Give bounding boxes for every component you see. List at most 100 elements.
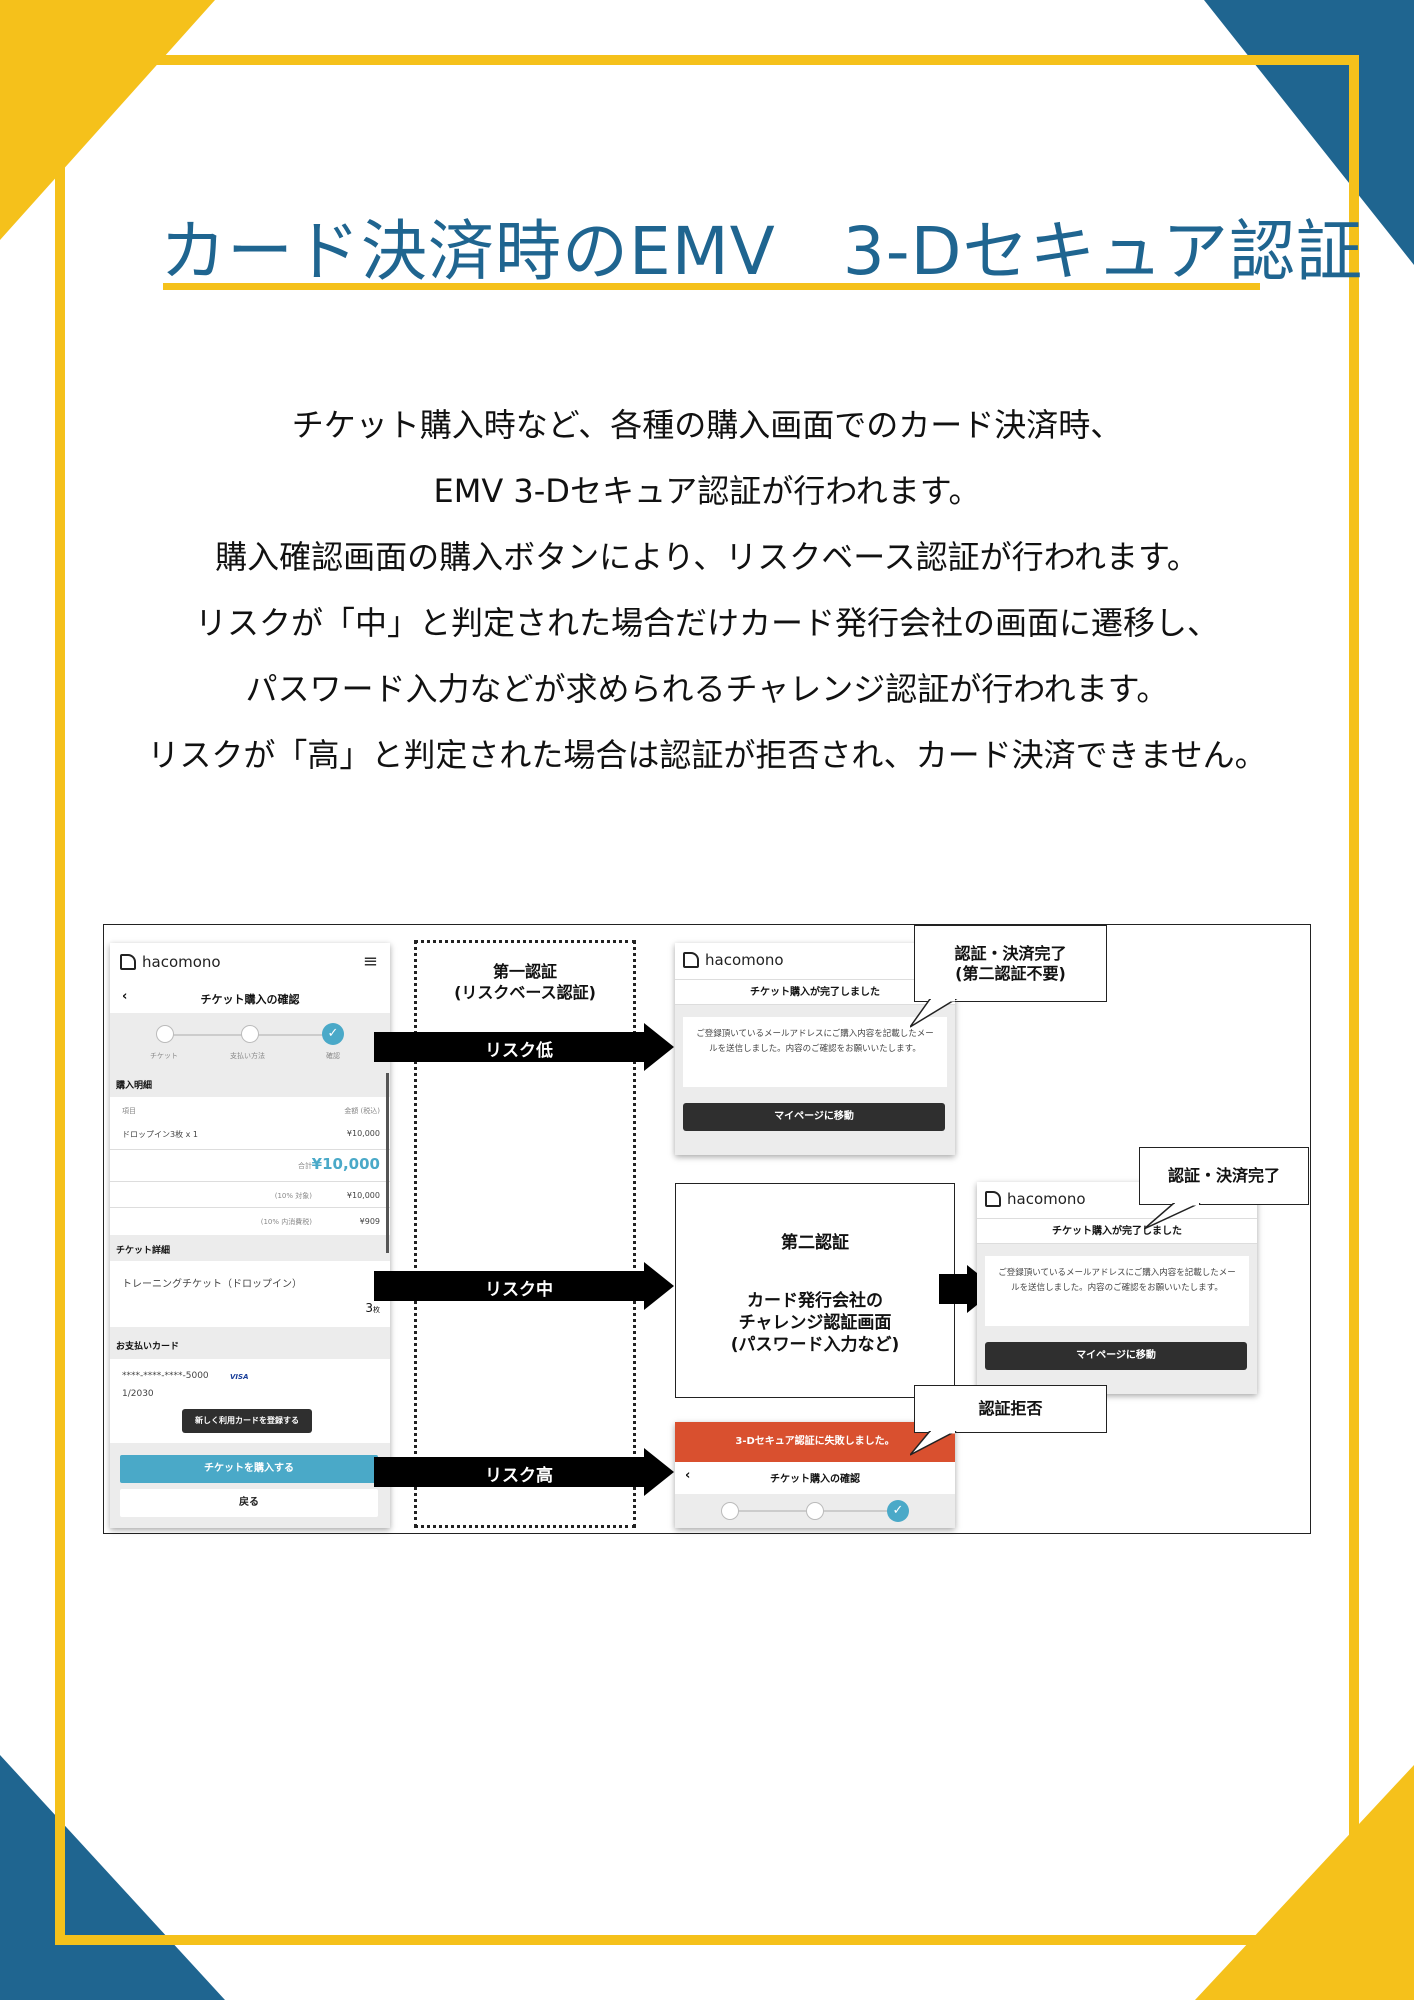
brand-logo: hacomono — [120, 953, 221, 971]
flow-diagram: hacomono ≡ ‹ チケット購入の確認 ✓ チケット 支払い方法 確認 購… — [103, 924, 1311, 1534]
section-purchase-header: 購入明細 — [110, 1071, 390, 1097]
tax-value: ¥909 — [359, 1217, 380, 1226]
purchase-complete-screen-mid: hacomono チケット購入が完了しました ご登録頂いているメールアドレスにご… — [977, 1182, 1257, 1394]
brand-name: hacomono — [142, 953, 221, 971]
step-label: チケット — [150, 1052, 178, 1060]
second-auth-line: チャレンジ認証画面 — [738, 1313, 892, 1333]
col-header-item: 項目 — [122, 1107, 136, 1115]
first-auth-region: 第一認証 (リスクベース認証) — [414, 940, 636, 1528]
visa-icon: VISA — [230, 1373, 249, 1381]
callout-line: 認証・決済完了 — [1167, 1166, 1280, 1185]
step-confirm-check-icon: ✓ — [887, 1500, 909, 1522]
second-auth-box: 第二認証 カード発行会社の チャレンジ認証画面 (パスワード入力など) — [675, 1183, 955, 1398]
card-expiry: 1/2030 — [122, 1389, 154, 1399]
first-auth-title-line: 第一認証 — [492, 962, 557, 981]
completion-message: ご登録頂いているメールアドレスにご購入内容を記載したメールを送信しました。内容の… — [683, 1017, 947, 1087]
callout-complete: 認証・決済完了 — [1139, 1147, 1309, 1205]
step-payment-icon — [806, 1502, 824, 1520]
brand-name: hacomono — [705, 951, 784, 969]
section-title: チケット詳細 — [116, 1246, 171, 1256]
brand-name: hacomono — [1007, 1190, 1086, 1208]
total-value: ¥10,000 — [311, 1155, 380, 1173]
card-number: ****-****-****-5000 — [122, 1371, 209, 1381]
tax-base-label: (10% 対象) — [274, 1192, 312, 1200]
hacomono-logo-icon — [985, 1191, 1001, 1207]
purchase-confirm-screen: hacomono ≡ ‹ チケット購入の確認 ✓ チケット 支払い方法 確認 購… — [110, 943, 390, 1528]
screen-header: チケット購入が完了しました — [675, 979, 955, 1005]
intro-line: 購入確認画面の購入ボタンにより、リスクベース認証が行われます。 — [215, 538, 1199, 576]
mypage-button[interactable]: マイページに移動 — [985, 1342, 1247, 1370]
page-title: カード決済時のEMV 3-Dセキュア認証 — [160, 213, 1364, 290]
arrow-shaft — [939, 1274, 969, 1304]
second-auth-line: (パスワード入力など) — [730, 1335, 900, 1355]
ticket-count-unit: 枚 — [373, 1306, 380, 1314]
tax-base-value: ¥10,000 — [346, 1191, 380, 1200]
back-button[interactable]: 戻る — [120, 1489, 378, 1517]
mypage-button[interactable]: マイページに移動 — [683, 1103, 945, 1131]
intro-line: パスワード入力などが求められるチャレンジ認証が行われます。 — [245, 670, 1169, 708]
arrow-risk-mid: リスク中 — [374, 1262, 674, 1310]
section-ticket-header: チケット詳細 — [110, 1235, 390, 1261]
hacomono-logo-icon — [683, 952, 699, 968]
back-chevron-icon[interactable]: ‹ — [122, 989, 128, 1004]
callout-tail — [910, 1431, 957, 1456]
step-confirm-check-icon: ✓ — [322, 1023, 344, 1045]
item-name: ドロップイン3枚 x 1 — [122, 1130, 198, 1139]
tax-label: (10% 内消費税) — [260, 1218, 312, 1226]
screen-header: チケット購入の確認 — [200, 993, 300, 1006]
arrow-shaft — [374, 1032, 646, 1062]
title-block: カード決済時のEMV 3-Dセキュア認証 — [160, 198, 1364, 294]
arrow-label: リスク中 — [485, 1280, 553, 1300]
section-title: お支払いカード — [116, 1342, 180, 1352]
menu-icon[interactable]: ≡ — [362, 951, 378, 972]
callout-tail — [910, 999, 958, 1028]
stepper-bar: ✓ チケット 支払い方法 確認 — [110, 1013, 390, 1071]
screen-header: チケット購入が完了しました — [977, 1218, 1257, 1244]
step-label: 支払い方法 — [230, 1052, 265, 1060]
divider — [110, 1207, 390, 1208]
brand-logo: hacomono — [985, 1190, 1086, 1208]
step-payment-icon — [241, 1025, 259, 1043]
corner-decoration-top-right — [1204, 0, 1414, 265]
purchase-complete-screen-low: hacomono チケット購入が完了しました ご登録頂いているメールアドレスにご… — [675, 943, 955, 1155]
error-banner: 3-Dセキュア認証に失敗しました。 — [675, 1422, 955, 1462]
col-header-amount: 金額 (税込) — [344, 1107, 380, 1115]
arrow-risk-low: リスク低 — [374, 1023, 674, 1071]
second-auth-line: カード発行会社の — [747, 1291, 883, 1311]
arrow-shaft — [374, 1271, 646, 1301]
section-title: 購入明細 — [116, 1081, 153, 1091]
page-frame — [55, 55, 1359, 1945]
arrow-shaft — [374, 1457, 646, 1487]
intro-line: EMV 3-Dセキュア認証が行われます。 — [433, 472, 981, 510]
arrow-label: リスク高 — [485, 1466, 553, 1486]
back-chevron-icon[interactable]: ‹ — [685, 1468, 691, 1483]
callout-complete-no-second-auth: 認証・決済完了 (第二認証不要) — [914, 925, 1107, 1002]
scrollbar[interactable] — [386, 1073, 389, 1253]
callout-line: (第二認証不要) — [955, 963, 1066, 983]
arrow-risk-high: リスク高 — [374, 1448, 674, 1496]
total-label: 合計 — [298, 1162, 312, 1170]
section-card-header: お支払いカード — [110, 1327, 390, 1359]
step-label: 確認 — [326, 1052, 340, 1060]
register-card-button[interactable]: 新しく利用カードを登録する — [182, 1409, 312, 1433]
buy-ticket-button[interactable]: チケットを購入する — [120, 1455, 378, 1483]
first-auth-title-line: (リスクベース認証) — [454, 983, 596, 1002]
divider — [110, 1181, 390, 1182]
intro-line: リスクが「中」と判定された場合だけカード発行会社の画面に遷移し、 — [194, 604, 1219, 642]
callout-line: 認証・決済完了 — [954, 943, 1067, 963]
first-auth-title: 第一認証 (リスクベース認証) — [417, 961, 633, 1003]
step-ticket-icon — [156, 1025, 174, 1043]
callout-tail — [1144, 1203, 1201, 1230]
step-ticket-icon — [721, 1502, 739, 1520]
callout-auth-rejected: 認証拒否 — [914, 1385, 1107, 1433]
ticket-name: トレーニングチケット（ドロップイン） — [122, 1279, 302, 1290]
completion-message: ご登録頂いているメールアドレスにご購入内容を記載したメールを送信しました。内容の… — [985, 1256, 1249, 1326]
arrow-label: リスク低 — [485, 1041, 553, 1061]
arrow-head — [644, 1023, 674, 1071]
intro-line: チケット購入時など、各種の購入画面でのカード決済時、 — [291, 406, 1123, 444]
stepper-bar: ✓ — [675, 1494, 955, 1528]
callout-line: 認証拒否 — [978, 1399, 1043, 1418]
intro-line: リスクが「高」と判定された場合は認証が拒否され、カード決済できません。 — [147, 736, 1267, 774]
title-underline — [163, 283, 1260, 290]
second-auth-title: 第二認証 — [781, 1233, 849, 1253]
